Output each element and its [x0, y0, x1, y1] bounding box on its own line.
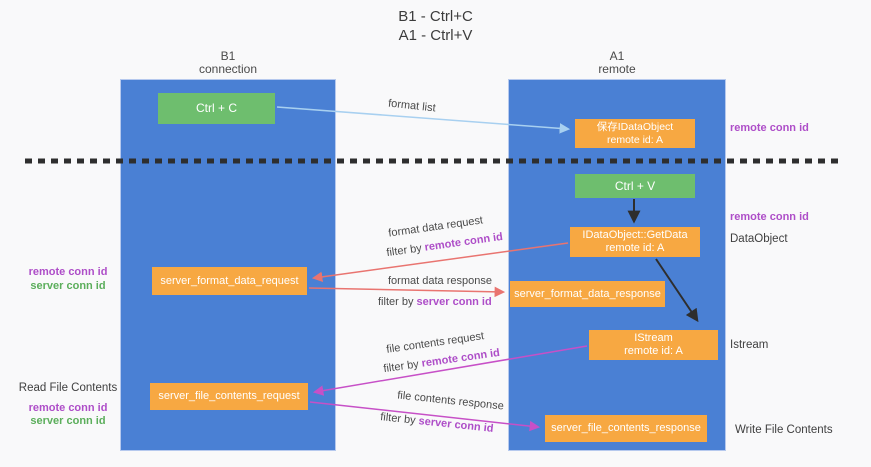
read-file-contents-annotation: Read File Contents	[18, 382, 118, 394]
save-dataobject-line1: 保存IDataObject	[596, 120, 674, 133]
server-format-data-request-label: server_format_data_request	[160, 274, 299, 287]
dataobject-annotation: DataObject	[730, 233, 788, 245]
left-remote-conn-id-annotation-2: remote conn id	[28, 401, 108, 414]
remote-conn-id-highlight: remote conn id	[423, 230, 504, 254]
istream-line2: remote id: A	[624, 345, 683, 357]
ctrl-c-label: Ctrl + C	[195, 101, 237, 115]
format-data-response-label: format data response	[388, 275, 492, 287]
left-conn-id-annotation-group-1: remote conn id server conn id	[18, 266, 118, 293]
title-line-2: A1 - Ctrl+V	[398, 27, 473, 44]
lane-b1-subtitle: connection	[198, 62, 258, 76]
right-remote-conn-id-annotation-1: remote conn id	[730, 122, 809, 134]
lane-header-a1: A1 remote	[508, 50, 726, 76]
getdata-line2: remote id: A	[605, 242, 665, 254]
left-server-conn-id-annotation-2: server conn id	[30, 415, 106, 427]
save-dataobject-line2: remote id: A	[606, 133, 664, 146]
diagram-title: B1 - Ctrl+C A1 - Ctrl+V	[0, 7, 871, 45]
file-contents-response-label: file contents response	[396, 389, 505, 413]
filter-by-text: filter by	[382, 357, 423, 376]
server-conn-id-highlight: server conn id	[416, 296, 492, 308]
server-format-data-request-box: server_format_data_request	[152, 267, 307, 295]
server-format-data-response-box: server_format_data_response	[510, 281, 665, 307]
ctrl-c-box: Ctrl + C	[158, 93, 275, 124]
getdata-line1: IDataObject::GetData	[582, 229, 688, 241]
lane-a1-name: A1	[609, 49, 625, 63]
right-remote-conn-id-annotation-2: remote conn id	[730, 211, 809, 223]
getdata-box: IDataObject::GetData remote id: A	[570, 227, 700, 257]
left-server-conn-id-annotation-1: server conn id	[30, 279, 106, 292]
left-conn-id-annotation-group-2: Read File Contents remote conn id server…	[13, 382, 123, 429]
format-list-label: format list	[387, 97, 437, 115]
lane-a1-subtitle: remote	[598, 62, 636, 76]
filter-by-server-conn-id-label-2: filter by server conn id	[380, 411, 494, 435]
istream-box: IStream remote id: A	[589, 330, 718, 360]
filter-by-text: filter by	[385, 241, 426, 260]
format-data-response-arrow	[308, 286, 506, 298]
istream-annotation: Istream	[730, 339, 769, 351]
server-conn-id-highlight: server conn id	[417, 415, 495, 435]
write-file-contents-annotation: Write File Contents	[735, 424, 833, 436]
server-file-contents-request-label: server_file_contents_request	[158, 390, 300, 402]
server-file-contents-response-box: server_file_contents_response	[545, 415, 707, 442]
filter-by-text: filter by	[378, 296, 417, 308]
server-format-data-response-label: server_format_data_response	[514, 287, 661, 300]
istream-line1: IStream	[634, 332, 673, 344]
lane-b1-name: B1	[220, 49, 236, 63]
lane-header-b1: B1 connection	[120, 50, 336, 76]
remote-conn-id-highlight: remote conn id	[420, 346, 501, 370]
save-dataobject-box: 保存IDataObject remote id: A	[575, 119, 695, 148]
left-remote-conn-id-annotation-1: remote conn id	[28, 266, 108, 278]
ctrl-v-box: Ctrl + V	[575, 174, 695, 198]
filter-by-server-conn-id-label-1: filter by server conn id	[378, 296, 492, 308]
ctrl-v-label: Ctrl + V	[614, 178, 656, 193]
server-file-contents-response-label: server_file_contents_response	[551, 422, 701, 434]
filter-by-text: filter by	[379, 411, 420, 428]
title-line-1: B1 - Ctrl+C	[398, 8, 473, 25]
server-file-contents-request-box: server_file_contents_request	[150, 383, 308, 410]
